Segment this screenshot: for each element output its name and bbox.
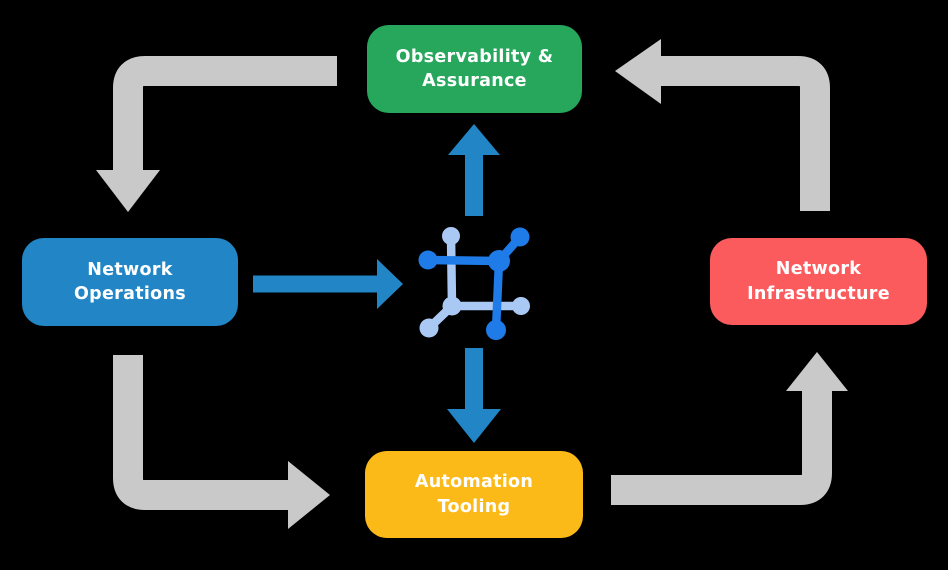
node-label-line: Infrastructure: [747, 283, 890, 304]
icon-node-dark: [510, 227, 530, 247]
node-network-operations: Network Operations: [22, 238, 238, 326]
arrow-automation-to-infrastructure: [611, 352, 848, 505]
arrowhead-left-icon: [615, 39, 661, 104]
node-label-line: Observability &: [395, 46, 554, 67]
arrow-shaft: [659, 56, 830, 211]
node-label-line: Operations: [74, 284, 186, 304]
icon-node-light: [442, 296, 462, 316]
arrowhead-right-icon: [288, 461, 330, 529]
arrow-shaft: [113, 56, 337, 172]
arrow-observability-to-operations: [96, 56, 337, 212]
blue-arrow-operations-to-icon: [253, 259, 403, 309]
icon-line-dark: [423, 255, 504, 266]
arrow-shaft: [113, 355, 290, 510]
node-automation-tooling: Automation Tooling: [365, 451, 583, 538]
node-network-infrastructure: Network Infrastructure: [710, 238, 927, 325]
node-label-line: Automation: [414, 472, 534, 492]
arrow-operations-to-automation: [113, 355, 330, 529]
node-label-line: Network: [775, 259, 862, 279]
icon-node-dark: [418, 250, 438, 270]
arrowhead-up-icon: [786, 352, 848, 391]
blue-arrow-icon-to-observability: [448, 124, 500, 216]
icon-node-light: [419, 318, 439, 338]
arrowhead-down-icon: [96, 170, 160, 212]
icon-line-dark: [491, 256, 504, 335]
icon-node-light: [512, 297, 530, 315]
icon-node-dark: [486, 320, 506, 340]
network-mesh-icon: [418, 227, 530, 340]
arrow-infrastructure-to-observability: [615, 39, 830, 211]
arrowhead-down-icon: [447, 409, 501, 443]
node-label-line: Network: [87, 259, 173, 280]
blue-arrow-icon-to-automation: [447, 348, 501, 443]
node-observability-assurance: Observability & Assurance: [367, 25, 582, 113]
arrowhead-right-icon: [377, 259, 403, 309]
icon-node-dark: [488, 250, 510, 272]
arrow-shaft: [611, 389, 832, 505]
arrowhead-up-icon: [448, 124, 500, 155]
node-label-line: Assurance: [422, 71, 527, 91]
node-label-line: Tooling: [437, 496, 511, 517]
icon-node-light: [442, 227, 460, 245]
icon-line-light: [446, 231, 457, 311]
